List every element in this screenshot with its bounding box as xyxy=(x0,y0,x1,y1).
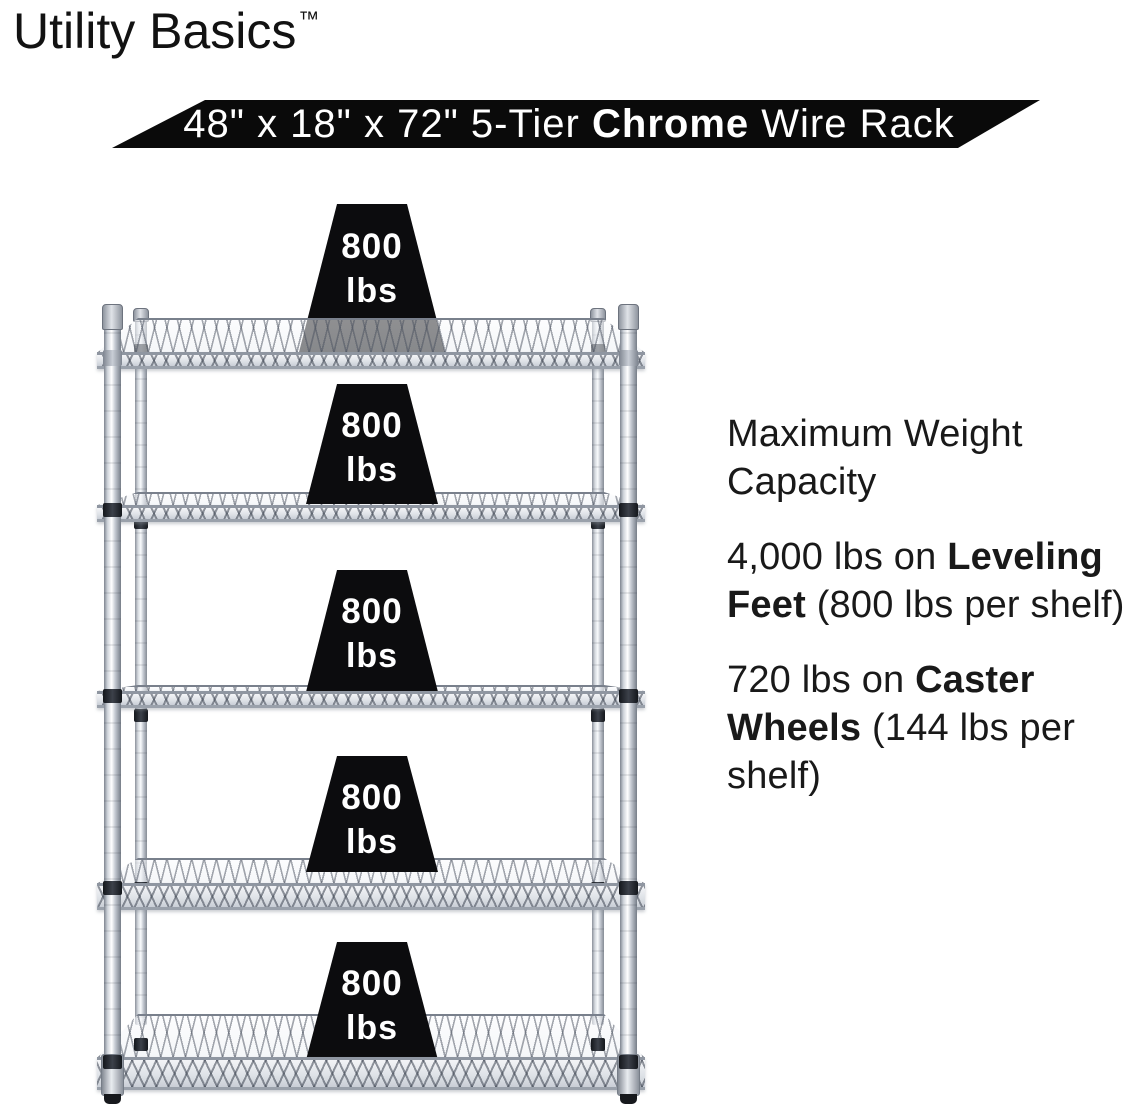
spec-bold: Leveling Feet xyxy=(727,536,1103,626)
front-left-collar-tier-5 xyxy=(103,1055,122,1069)
front-right-collar-tier-1 xyxy=(619,350,638,366)
rear-right-collar-tier-3 xyxy=(591,709,605,722)
weight-unit: lbs xyxy=(345,451,399,489)
weight-unit: lbs xyxy=(345,272,399,310)
shelf-front-tier-5 xyxy=(97,1057,645,1090)
capacity-heading: Maximum Weight Capacity xyxy=(727,413,1023,503)
front-left-collar-tier-1 xyxy=(103,350,122,366)
front-right-collar-tier-3 xyxy=(619,689,638,703)
weight-badge-tier-5: 800 lbs xyxy=(306,942,438,1060)
rack-front-left-post xyxy=(104,306,121,1058)
shelf-front-tier-4 xyxy=(97,883,645,910)
weight-badge-tier-2: 800 lbs xyxy=(306,384,438,504)
leveling-foot-tip-right xyxy=(620,1094,637,1104)
brand-name: Utility Basics xyxy=(13,3,297,59)
rack-rear-left-post xyxy=(135,312,147,1025)
rear-left-collar-tier-5 xyxy=(134,1038,148,1051)
shelf-front-tier-2 xyxy=(97,505,645,522)
weight-badge-tier-4: 800 lbs xyxy=(306,756,438,872)
front-right-collar-tier-2 xyxy=(619,503,638,517)
weight-unit: lbs xyxy=(345,637,399,675)
brand-logo: Utility Basics™ xyxy=(13,2,320,60)
leveling-feet-spec: 4,000 lbs on Leveling Feet (800 lbs per … xyxy=(727,533,1126,629)
weight-value: 800 xyxy=(341,778,403,817)
rack-rear-right-post xyxy=(592,312,604,1025)
weight-badge-tier-3: 800 lbs xyxy=(306,570,438,692)
spec-text: 720 lbs on xyxy=(727,659,916,701)
front-left-collar-tier-3 xyxy=(103,689,122,703)
rack-front-right-post xyxy=(620,306,637,1058)
weight-value: 800 xyxy=(341,592,403,631)
rear-right-collar-tier-5 xyxy=(591,1038,605,1051)
front-left-collar-tier-2 xyxy=(103,503,122,517)
shelf-surface-tier-1 xyxy=(98,318,644,352)
weight-value: 800 xyxy=(341,406,403,445)
weight-unit: lbs xyxy=(345,823,399,861)
front-right-collar-tier-4 xyxy=(619,881,638,895)
spec-text: (144 lbs per shelf) xyxy=(727,707,1076,797)
leveling-foot-tip-left xyxy=(104,1094,121,1104)
shelf-front-tier-3 xyxy=(97,691,645,708)
front-left-post-cap xyxy=(102,304,123,330)
banner-title-pre: 48" x 18" x 72" 5-Tier xyxy=(183,101,592,146)
banner-title: 48" x 18" x 72" 5-Tier Chrome Wire Rack xyxy=(183,102,968,147)
front-right-post-cap xyxy=(618,304,639,330)
shelf-front-tier-1 xyxy=(97,352,645,369)
weight-value: 800 xyxy=(341,964,403,1003)
spec-bold: Caster Wheels xyxy=(727,659,1035,749)
weight-value: 800 xyxy=(341,227,403,266)
rear-left-collar-tier-3 xyxy=(134,709,148,722)
caster-wheels-spec: 720 lbs on Caster Wheels (144 lbs per sh… xyxy=(727,656,1126,800)
spec-text: (800 lbs per shelf) xyxy=(805,584,1125,626)
title-banner: 48" x 18" x 72" 5-Tier Chrome Wire Rack xyxy=(112,100,1040,148)
trademark-symbol: ™ xyxy=(298,8,320,32)
weight-unit: lbs xyxy=(345,1009,399,1047)
banner-title-bold: Chrome xyxy=(592,101,750,146)
front-right-collar-tier-5 xyxy=(619,1055,638,1069)
spec-text: 4,000 lbs on xyxy=(727,536,948,578)
front-left-collar-tier-4 xyxy=(103,881,122,895)
weight-capacity-panel: Maximum Weight Capacity 4,000 lbs on Lev… xyxy=(727,410,1126,827)
banner-title-post: Wire Rack xyxy=(749,101,955,146)
